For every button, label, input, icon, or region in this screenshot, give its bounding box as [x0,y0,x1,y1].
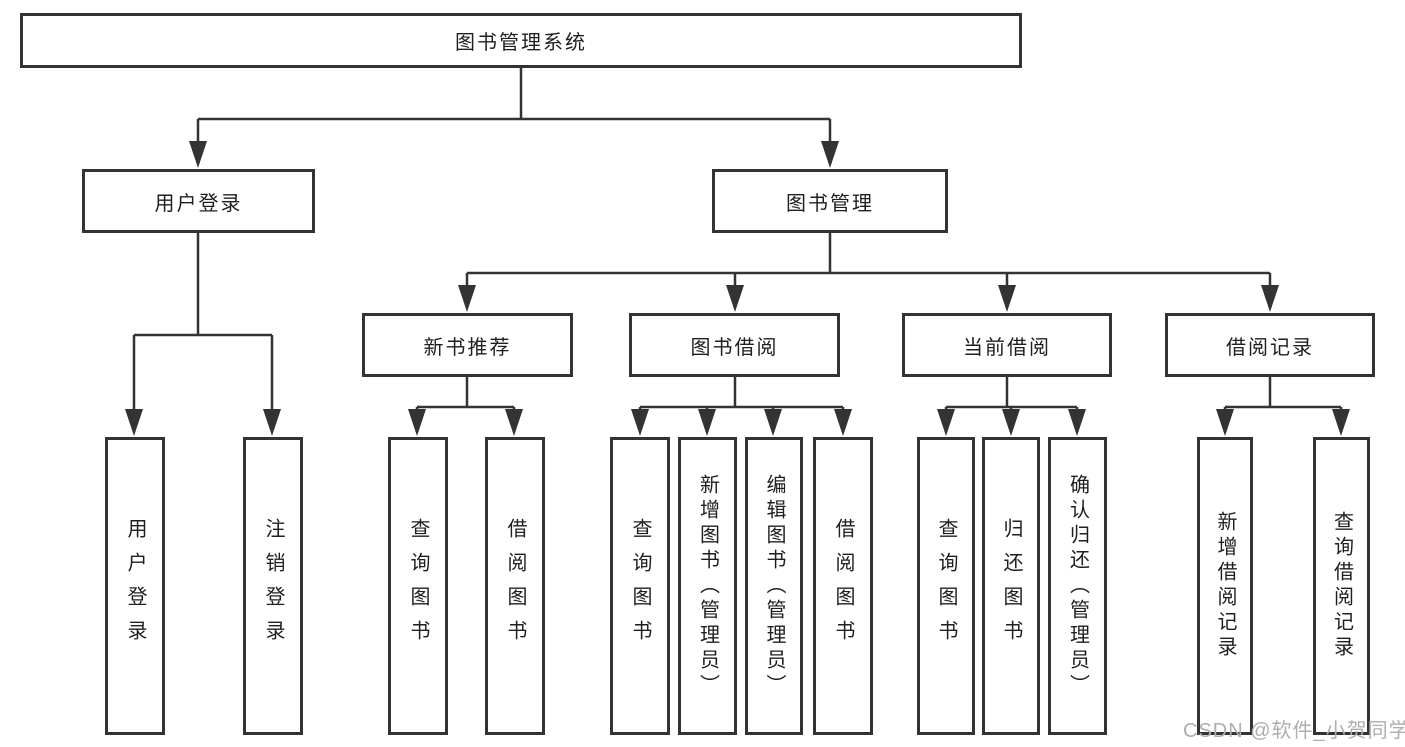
leaf-bb-edit-book-admin: 编辑图书（管理员） [745,437,803,735]
leaf-user-login: 用户登录 [105,437,165,735]
node-user-login-label: 用户登录 [154,192,243,215]
leaf-nbr-query-book: 查询图书 [388,437,448,735]
leaf-br-query-record-label: 查询借阅记录 [1330,511,1353,661]
leaf-br-query-record: 查询借阅记录 [1313,437,1370,735]
node-book-management: 图书管理 [712,169,948,233]
leaf-br-add-record-label: 新增借阅记录 [1214,511,1236,661]
leaf-br-add-record: 新增借阅记录 [1197,437,1253,735]
csdn-watermark: CSDN @软件_小贺同学 [1183,720,1405,742]
leaf-cb-query-book: 查询图书 [917,437,975,735]
node-root: 图书管理系统 [20,13,1022,68]
leaf-user-login-label: 用户登录 [124,518,146,654]
node-borrow-records-label: 借阅记录 [1226,336,1314,359]
leaf-cb-query-book-label: 查询图书 [935,518,957,654]
leaf-cb-confirm-return-admin-label: 确认归还（管理员） [1066,473,1089,699]
node-new-book-recommend-label: 新书推荐 [423,336,512,359]
leaf-cb-confirm-return-admin: 确认归还（管理员） [1048,437,1107,735]
node-current-borrow-label: 当前借阅 [963,336,1051,359]
leaf-bb-edit-book-admin-label: 编辑图书（管理员） [763,473,785,699]
leaf-logout-label: 注销登录 [262,518,284,654]
arrowheads [125,141,1350,436]
node-book-borrow: 图书借阅 [629,313,840,377]
leaf-logout: 注销登录 [243,437,303,735]
node-user-login: 用户登录 [82,169,315,233]
leaf-nbr-borrow-book-label: 借阅图书 [504,518,526,654]
node-new-book-recommend: 新书推荐 [362,313,573,377]
leaf-nbr-borrow-book: 借阅图书 [485,437,545,735]
node-current-borrow: 当前借阅 [902,313,1112,377]
leaf-bb-query-book-label: 查询图书 [629,518,651,654]
leaf-bb-borrow-book: 借阅图书 [813,437,873,735]
leaf-cb-return-book-label: 归还图书 [1000,518,1022,654]
leaf-bb-borrow-book-label: 借阅图书 [832,518,854,654]
node-book-management-label: 图书管理 [786,192,874,215]
leaf-bb-query-book: 查询图书 [610,437,670,735]
leaf-bb-add-book-admin: 新增图书（管理员） [678,437,737,735]
node-root-label: 图书管理系统 [455,32,587,54]
leaf-nbr-query-book-label: 查询图书 [407,518,429,654]
leaf-cb-return-book: 归还图书 [982,437,1040,735]
node-borrow-records: 借阅记录 [1165,313,1375,377]
leaf-bb-add-book-admin-label: 新增图书（管理员） [696,473,719,699]
node-book-borrow-label: 图书借阅 [690,336,779,359]
